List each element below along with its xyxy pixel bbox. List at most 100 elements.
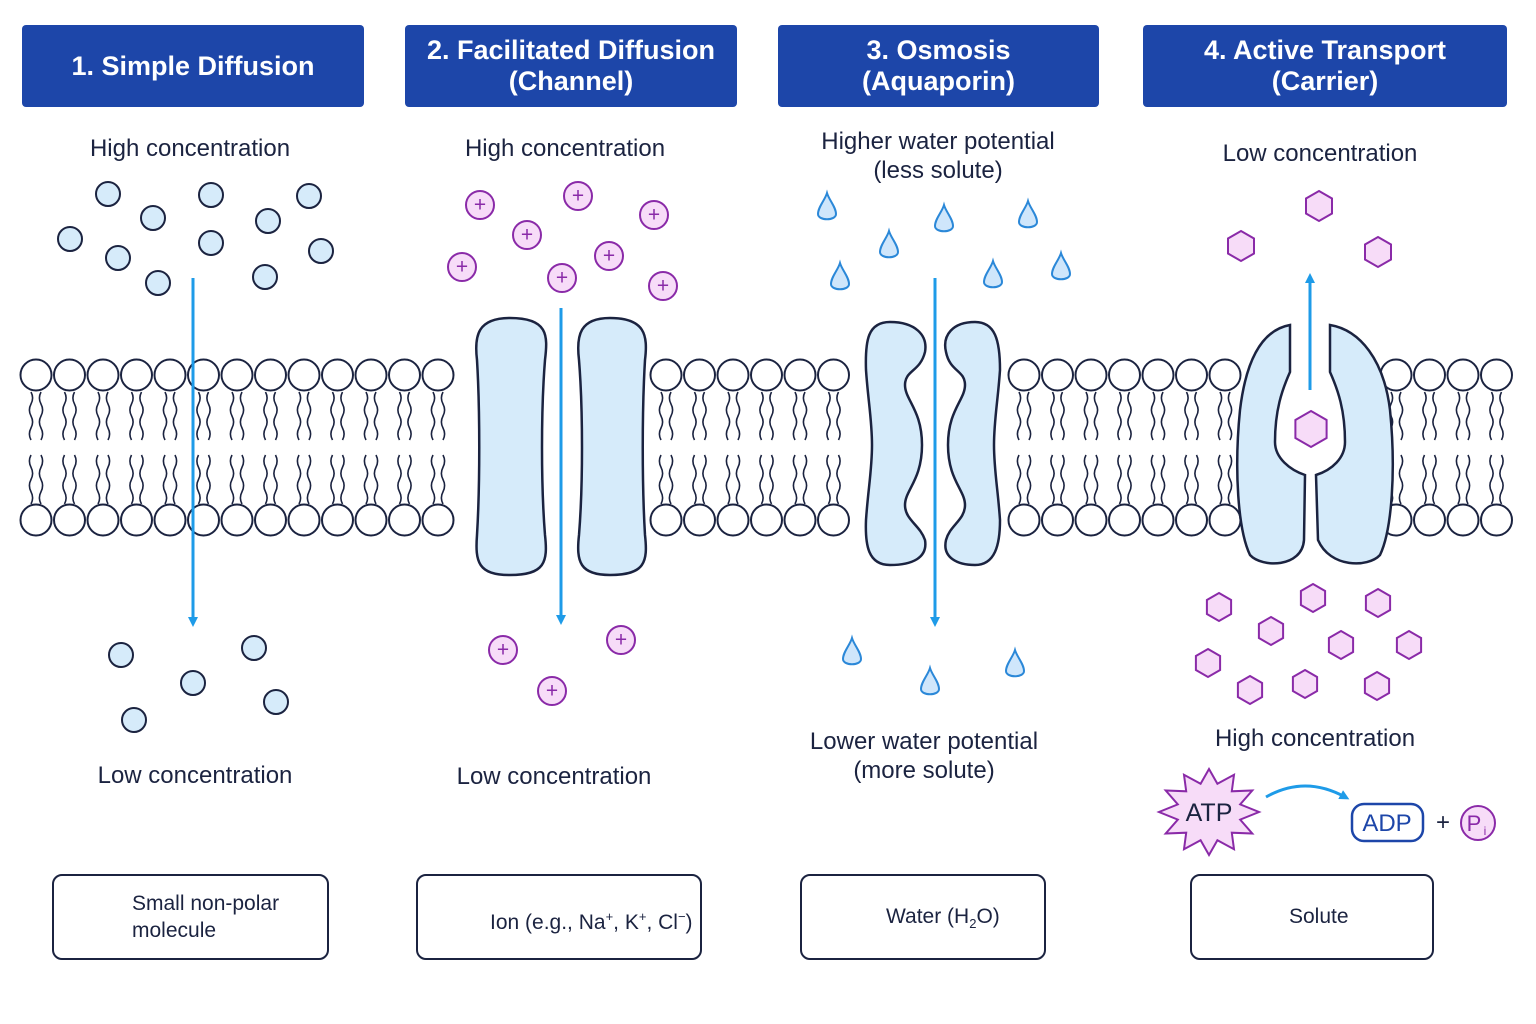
label-line: High concentration [1214,725,1416,752]
lipid-tail [296,454,302,505]
legend-text-part: Ion (e.g., Na [490,911,606,934]
lipid-tail [172,391,178,441]
lipid-tail [296,391,302,441]
lipid-tail [668,454,674,505]
lipid-bilayer [19,358,1513,537]
lipid-tail [239,454,245,505]
lipid-tail [1465,391,1471,441]
top-label-active: Low concentration [1170,139,1470,168]
lipid-head [1446,358,1480,392]
legend-water: Water (H2O) [800,874,1046,960]
lipid-head [716,503,750,537]
ion-plus-sign: + [474,193,486,216]
label-line: Lower water potential [809,728,1039,755]
ion-particle: + [447,252,477,282]
lipid-tail [1016,391,1022,441]
lipid-tail [28,454,34,505]
lipid-head [388,358,421,392]
water-drop [878,227,900,259]
lipid-tail [1489,454,1494,505]
ion-plus-sign: + [603,244,615,267]
top-label-simple: High concentration [40,134,340,163]
lipid-tail [363,454,369,505]
ion-circle [594,241,624,271]
header-line: 3. Osmosis [866,35,1011,65]
lipid-tail [1227,391,1233,441]
lipid-head [321,358,354,392]
carrier-protein-left [1235,323,1307,565]
small-molecule [198,182,224,208]
legend-ion: Ion (e.g., Na+, K+, Cl−) [416,874,702,960]
solute-hexagon [1205,591,1233,623]
lipid-head [649,358,683,392]
channel-protein-right [576,316,648,577]
lipid-tail [139,454,144,505]
ion-particle: + [537,676,567,706]
lipid-tail [363,391,369,441]
lipid-tail [1499,391,1504,441]
solute-hexagon [1257,615,1285,647]
lipid-tail [658,454,664,505]
lipid-tail [692,391,697,441]
bottom-label-facilitated: Low concentration [404,762,704,791]
lipid-tail [668,391,674,441]
lipid-tail [735,454,741,505]
lipid-tail [1127,454,1132,505]
small-molecule [255,208,281,234]
lipid-tail [836,454,841,505]
ion-particle: + [488,635,518,665]
lipid-head [1413,358,1446,392]
legend-text: Solute [1289,903,1349,930]
atp-label: ATP [1186,799,1233,827]
solute-hexagon [1363,670,1391,702]
ion-particle: + [512,220,542,250]
ion-plus-sign: + [657,274,669,297]
lipid-tail [1127,391,1132,441]
plus-sign: + [1436,809,1450,836]
water-drop [919,664,941,696]
ion-plus-sign: + [546,679,558,702]
aquaporin-left [864,320,927,567]
label-line: Low concentration [97,762,293,789]
header-facilitated-diffusion: 2. Facilitated Diffusion (Channel) [405,25,737,107]
lipid-tail [105,454,111,505]
legend-small-nonpolar: Small non-polar molecule [52,874,329,960]
lipid-tail [162,391,168,441]
legend-line: molecule [132,919,217,942]
lipid-head [254,503,287,537]
lipid-tail [196,454,201,505]
legend-text-part: , Cl [646,911,678,934]
legend-text: Ion (e.g., Na+, K+, Cl−) [490,903,693,936]
lipid-head [421,503,455,537]
lipid-tail [38,454,44,505]
lipid-tail [1184,391,1189,441]
ion-circle [488,635,518,665]
water-drop [841,634,863,666]
lipid-head [19,358,53,392]
lipid-head [287,503,321,537]
lipid-tail [440,391,446,441]
ion-plus-sign: + [648,203,660,226]
small-molecule [95,181,121,207]
lipid-tail [95,391,101,441]
ion-particle: + [606,625,636,655]
lipid-tail [129,391,134,441]
lipid-tail [1455,391,1461,441]
lipid-head [649,503,683,537]
lipid-tail [1217,391,1223,441]
aquaporin-right [943,320,1002,567]
adp-label: ADP [1362,810,1411,837]
lipid-head [53,503,86,537]
lipid-tail [702,454,707,505]
lipid-head [1074,358,1108,392]
phosphate-circle [1460,805,1496,841]
lipid-head [683,358,716,392]
label-line: High concentration [464,135,666,162]
ion-particle: + [465,190,495,220]
lipid-head [1141,358,1175,392]
lipid-head [1007,358,1041,392]
lipid-tail [72,391,77,441]
lipid-head [86,358,120,392]
phosphate-label: P [1467,811,1482,836]
